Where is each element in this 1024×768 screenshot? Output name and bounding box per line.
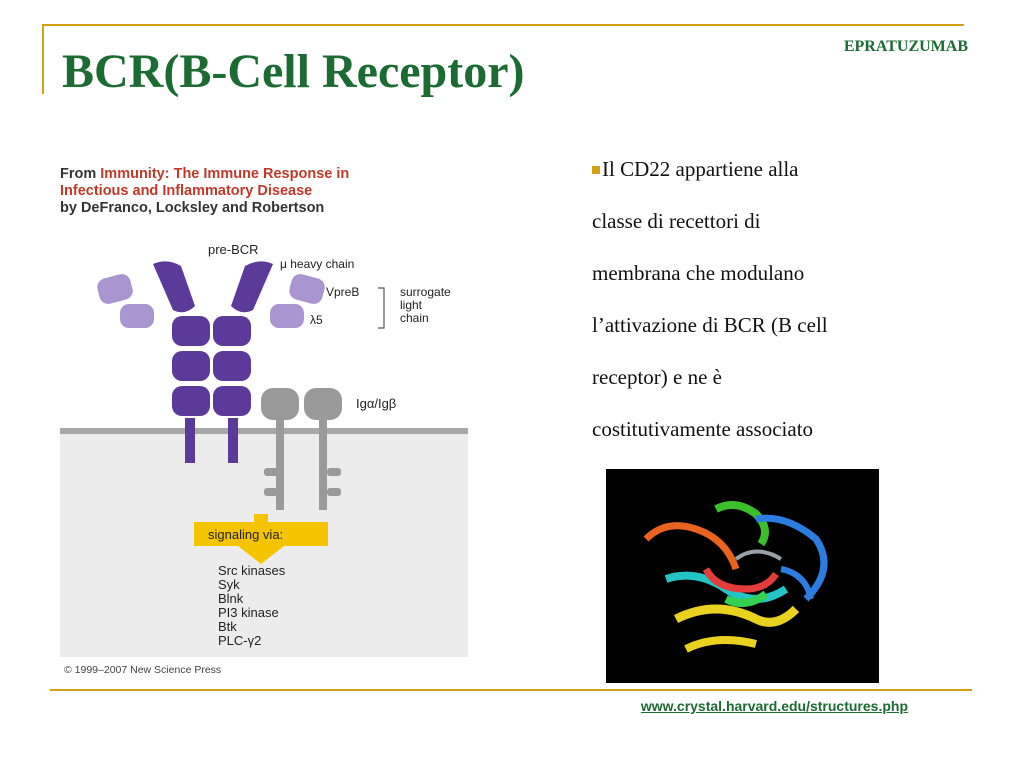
body-line: classe di recettori di xyxy=(592,209,761,233)
body-line: costitutivamente associato xyxy=(592,417,814,441)
ig-alpha-beta xyxy=(261,388,342,510)
body-line: receptor) e ne è xyxy=(592,365,722,389)
surrogate-label: surrogate xyxy=(400,285,451,299)
signal-item-5: PLC-γ2 xyxy=(218,633,261,648)
bcr-diagram: pre-BCR xyxy=(60,242,468,676)
signal-item-3: PI3 kinase xyxy=(218,605,279,620)
body-line: membrana che modulano xyxy=(592,261,805,285)
signal-item-2: Blnk xyxy=(218,591,244,606)
caption-title-1: Immunity: The Immune Response in xyxy=(100,166,350,182)
signal-item-1: Syk xyxy=(218,577,240,592)
heavy-chain-label: μ heavy chain xyxy=(280,257,354,271)
signaling-arrow xyxy=(194,514,328,564)
body-line-text: Il CD22 appartiene alla xyxy=(602,157,799,181)
body-text: Il CD22 appartiene alla classe di recett… xyxy=(592,152,922,464)
signal-item-4: Btk xyxy=(218,619,237,634)
bullet-icon xyxy=(592,166,600,174)
signaling-label: signaling via: xyxy=(208,527,283,542)
frame-bottom-rule xyxy=(50,689,972,691)
heavy-chain-left xyxy=(153,261,210,463)
heavy-chain-right xyxy=(213,261,273,463)
frame-left-rule xyxy=(42,24,44,94)
prebcr-label: pre-BCR xyxy=(208,242,259,257)
figure-copyright: © 1999–2007 New Science Press xyxy=(64,664,221,676)
caption-prefix: From xyxy=(60,166,101,182)
signal-item-0: Src kinases xyxy=(218,563,286,578)
source-link[interactable]: www.crystal.harvard.edu/structures.php xyxy=(640,698,908,714)
bcr-figure: From Immunity: The Immune Response in In… xyxy=(58,156,472,684)
caption-authors: by DeFranco, Locksley and Robertson xyxy=(60,200,325,216)
slide-title: BCR(B-Cell Receptor) xyxy=(62,45,525,98)
surrogate-light-chains xyxy=(97,274,325,328)
light-label: light xyxy=(400,298,423,312)
frame-top-rule xyxy=(42,24,964,26)
figure-caption: From Immunity: The Immune Response in In… xyxy=(60,166,349,217)
caption-title-2: Infectious and Inflammatory Disease xyxy=(60,183,313,199)
protein-structure-image xyxy=(606,469,879,683)
body-line: l’attivazione di BCR (B cell xyxy=(592,313,828,337)
membrane xyxy=(60,428,468,434)
ig-label: Igα/Igβ xyxy=(356,396,396,411)
protein-ribbon xyxy=(643,501,828,653)
lambda5-label: λ5 xyxy=(310,313,323,327)
vpreb-label: VpreB xyxy=(326,285,359,299)
surrogate-bracket xyxy=(378,287,385,329)
corner-label: EPRATUZUMAB xyxy=(843,38,968,55)
body-line: Il CD22 appartiene alla xyxy=(592,152,922,204)
chain-label: chain xyxy=(400,311,429,325)
